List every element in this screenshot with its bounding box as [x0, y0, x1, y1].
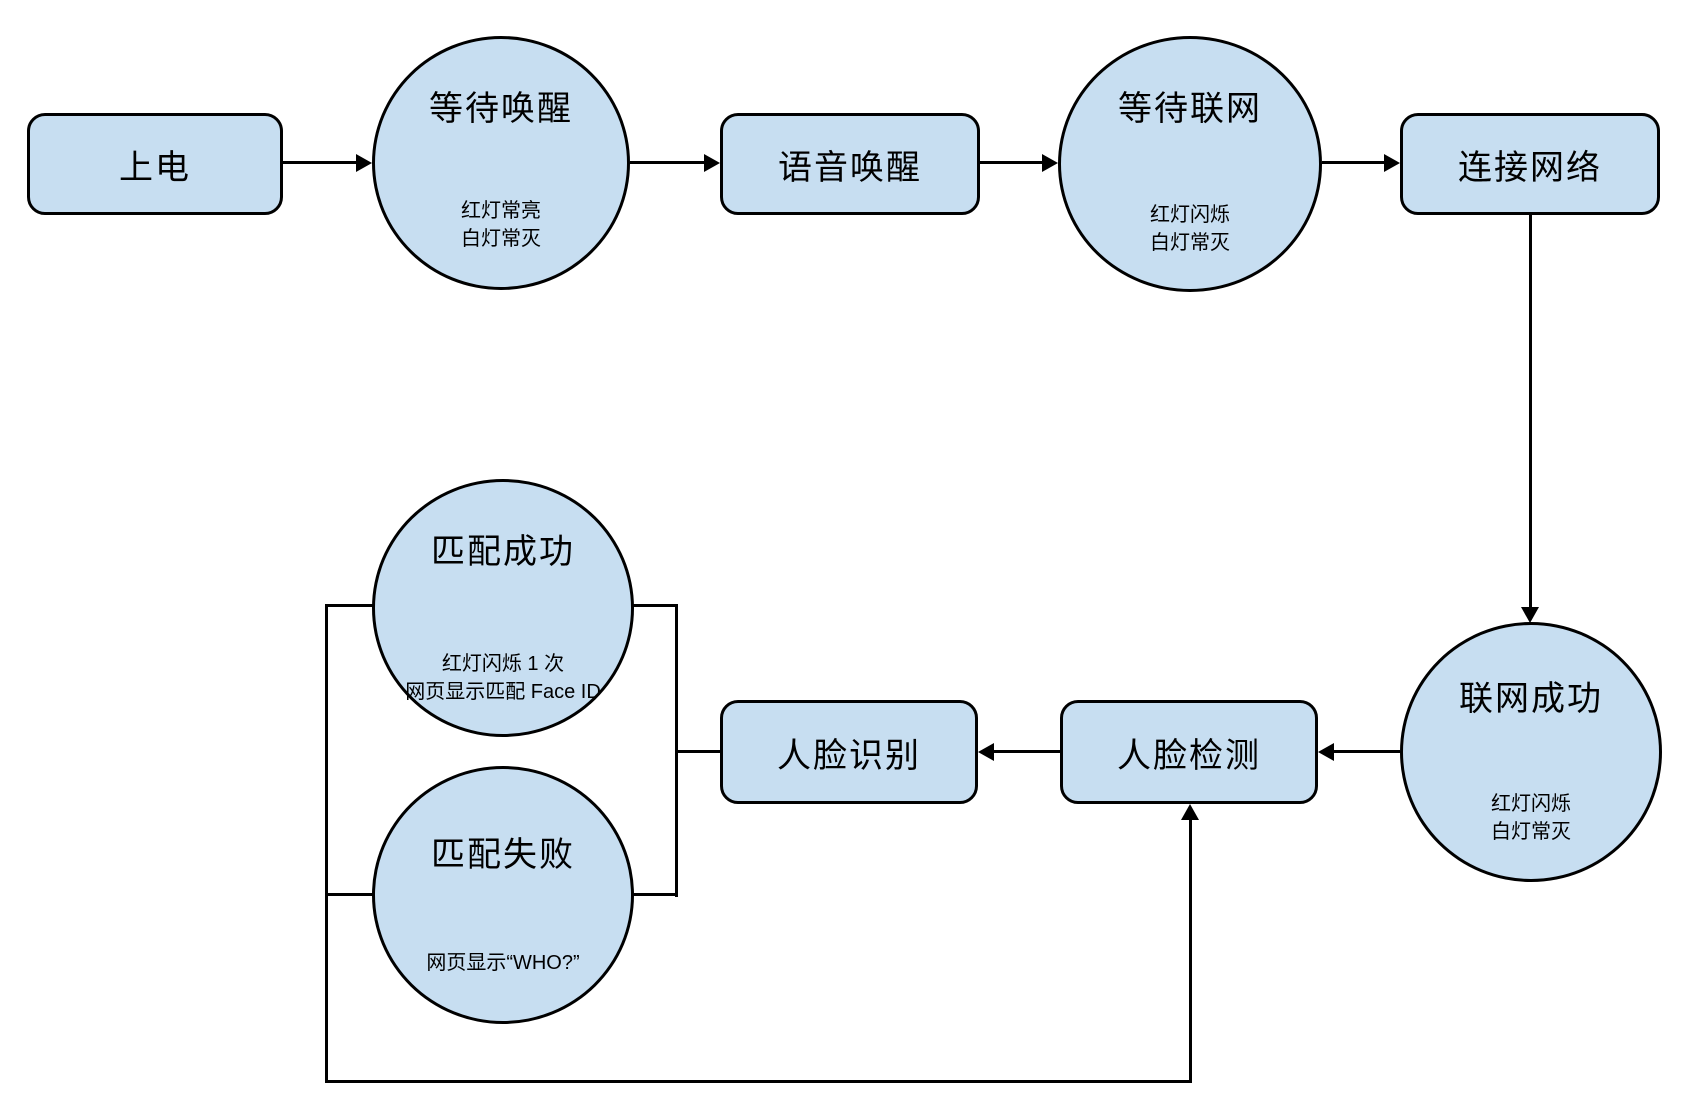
loop-up-vertical	[1189, 818, 1192, 1083]
node-network-success: 联网成功 红灯闪烁 白灯常灭	[1400, 622, 1662, 882]
node-face-detect-label: 人脸检测	[1117, 736, 1261, 775]
node-connect-network: 连接网络	[1400, 113, 1660, 215]
loop-bottom-horizontal	[325, 1080, 1192, 1083]
node-face-detect: 人脸检测	[1060, 700, 1318, 804]
node-face-recognize-label: 人脸识别	[777, 736, 921, 775]
edge-match-fail-to-loop	[328, 893, 374, 896]
edge-face-recognize-to-bracket	[678, 750, 720, 753]
arrowhead-into-wait-network	[1042, 154, 1058, 172]
edge-bracket-to-match-fail	[632, 893, 678, 896]
node-match-success: 匹配成功 红灯闪烁 1 次 网页显示匹配 Face ID	[372, 479, 634, 737]
edge-voice-wake-to-wait-network	[980, 161, 1043, 164]
arrowhead-into-voice-wake	[704, 154, 720, 172]
node-connect-network-label: 连接网络	[1458, 148, 1602, 187]
arrowhead-into-face-detect-right	[1318, 743, 1334, 761]
bracket-right-vertical	[675, 604, 678, 897]
edge-connect-network-to-network-success	[1529, 215, 1532, 608]
edge-wait-network-to-connect-network	[1322, 161, 1385, 164]
node-wait-network-subtext: 红灯闪烁 白灯常灭	[1150, 204, 1230, 254]
node-face-recognize: 人脸识别	[720, 700, 978, 804]
edge-wait-wake-to-voice-wake	[630, 161, 705, 164]
node-voice-wake: 语音唤醒	[720, 113, 980, 215]
loop-left-vertical	[325, 604, 328, 1083]
node-match-fail: 匹配失败 网页显示“WHO?”	[372, 766, 634, 1024]
arrowhead-into-wait-wake	[356, 154, 372, 172]
node-match-fail-label: 匹配失败	[431, 836, 575, 874]
node-network-success-subtext: 红灯闪烁 白灯常灭	[1491, 793, 1571, 843]
node-wait-wake-subtext: 红灯常亮 白灯常灭	[461, 200, 541, 250]
node-wait-wake: 等待唤醒 红灯常亮 白灯常灭	[372, 36, 630, 290]
node-power-on: 上电	[27, 113, 283, 215]
node-network-success-label: 联网成功	[1459, 680, 1603, 718]
node-wait-network-label: 等待联网	[1118, 90, 1262, 128]
edge-power-on-to-wait-wake	[283, 161, 357, 164]
node-voice-wake-label: 语音唤醒	[778, 148, 922, 187]
edge-face-detect-to-face-recognize	[994, 750, 1060, 753]
edge-network-success-to-face-detect	[1334, 750, 1400, 753]
arrowhead-into-network-success	[1521, 607, 1539, 623]
node-wait-network: 等待联网 红灯闪烁 白灯常灭	[1058, 36, 1322, 292]
node-match-fail-subtext: 网页显示“WHO?”	[426, 952, 580, 974]
edge-bracket-to-match-success	[632, 604, 678, 607]
arrowhead-into-face-recognize	[978, 743, 994, 761]
node-power-on-label: 上电	[119, 148, 191, 187]
node-wait-wake-label: 等待唤醒	[429, 90, 573, 128]
node-match-success-subtext: 红灯闪烁 1 次 网页显示匹配 Face ID	[405, 653, 601, 703]
edge-match-success-to-loop	[328, 604, 374, 607]
node-match-success-label: 匹配成功	[431, 533, 575, 571]
arrowhead-into-connect-network	[1384, 154, 1400, 172]
arrowhead-into-face-detect-bottom	[1181, 804, 1199, 820]
